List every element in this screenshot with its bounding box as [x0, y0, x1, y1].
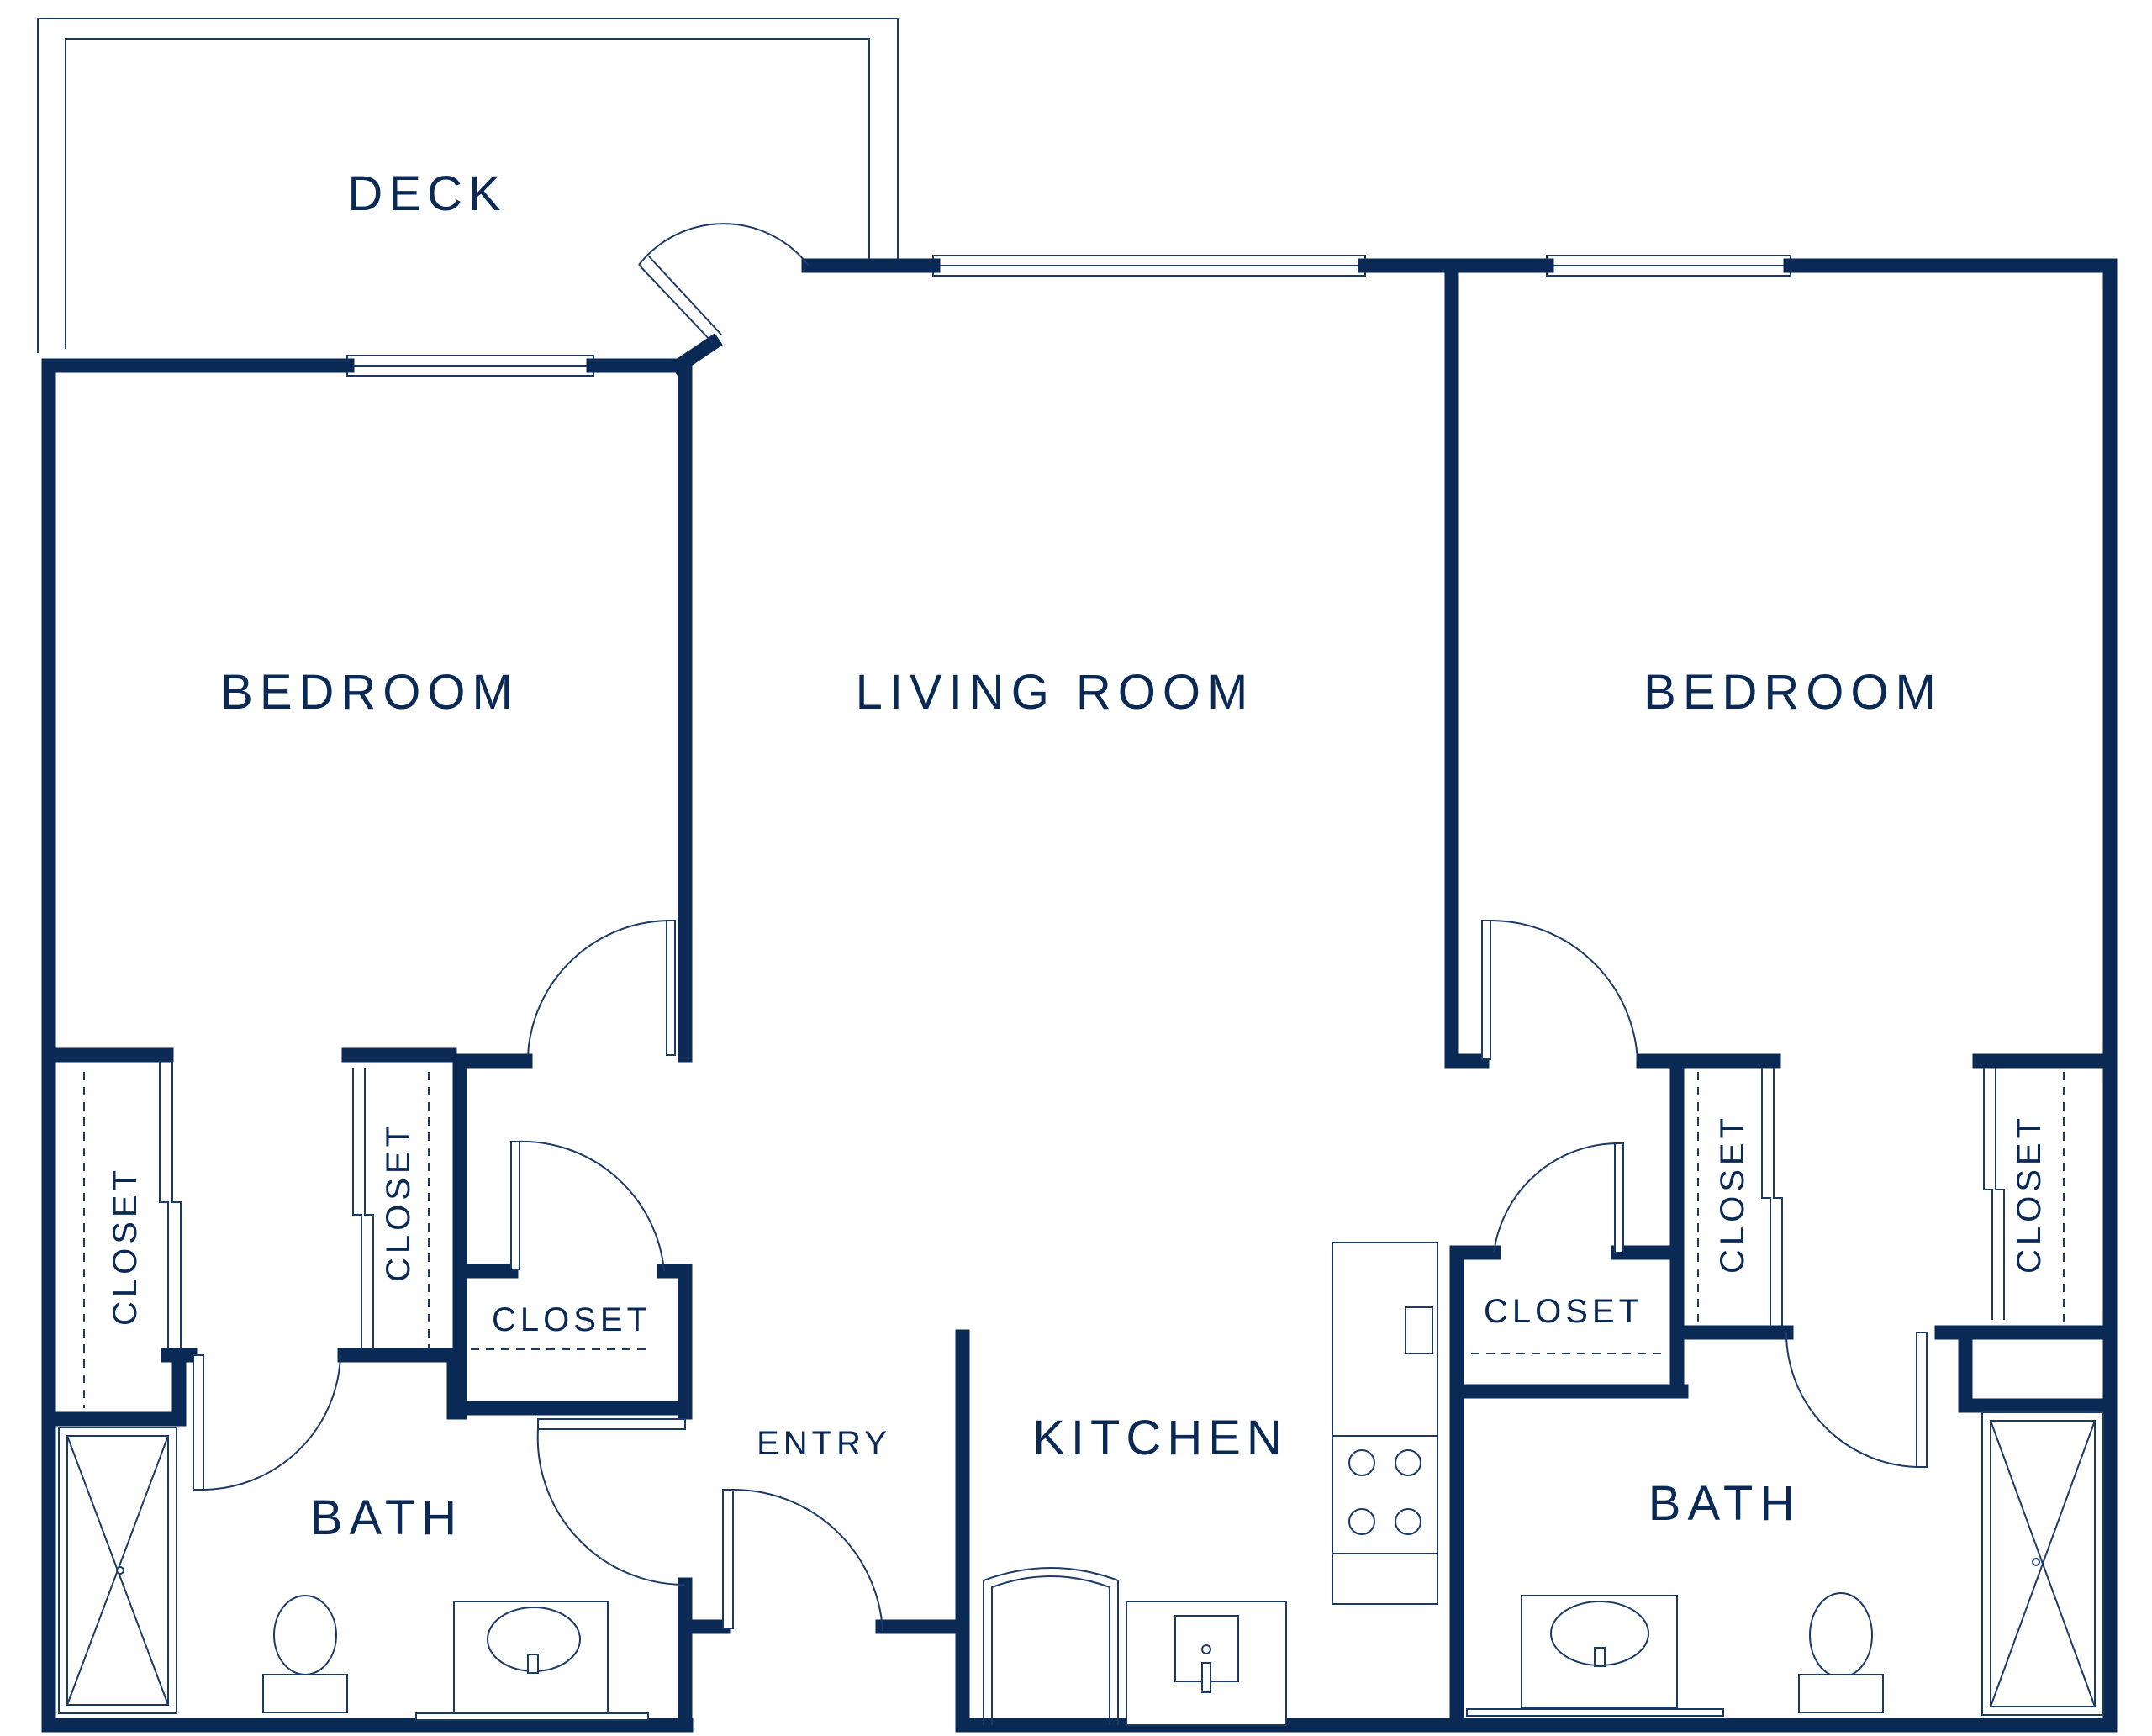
bedroom-right-label: BEDROOM [1643, 665, 1943, 720]
bedroom-left-label: BEDROOM [220, 665, 520, 720]
walls [41, 258, 2118, 1733]
room-labels: DECK BEDROOM LIVING ROOM BEDROOM KITCHEN… [107, 166, 2048, 1545]
closet-left-1-label: CLOSET [107, 1166, 144, 1326]
deck-outline [37, 18, 899, 353]
left-bath-fixtures [58, 1427, 649, 1721]
right-bath-fixtures [1466, 1411, 2104, 1717]
doors [193, 223, 1928, 1632]
closet-center-left-label: CLOSET [492, 1301, 651, 1338]
closet-right-2-label: CLOSET [2011, 1114, 2048, 1274]
entry-label: ENTRY [757, 1425, 891, 1462]
closet-doors [83, 1061, 2065, 1408]
bath-left-label: BATH [310, 1491, 463, 1545]
deck-label: DECK [347, 166, 506, 221]
closet-right-1-label: CLOSET [1714, 1114, 1751, 1274]
closet-center-right-label: CLOSET [1484, 1293, 1643, 1330]
kitchen-label: KITCHEN [1032, 1411, 1288, 1465]
living-room-label: LIVING ROOM [856, 665, 1255, 720]
windows [346, 255, 1791, 377]
kitchen-fixtures [983, 1242, 1438, 1726]
bath-right-label: BATH [1648, 1476, 1801, 1531]
closet-left-2-label: CLOSET [380, 1122, 417, 1282]
